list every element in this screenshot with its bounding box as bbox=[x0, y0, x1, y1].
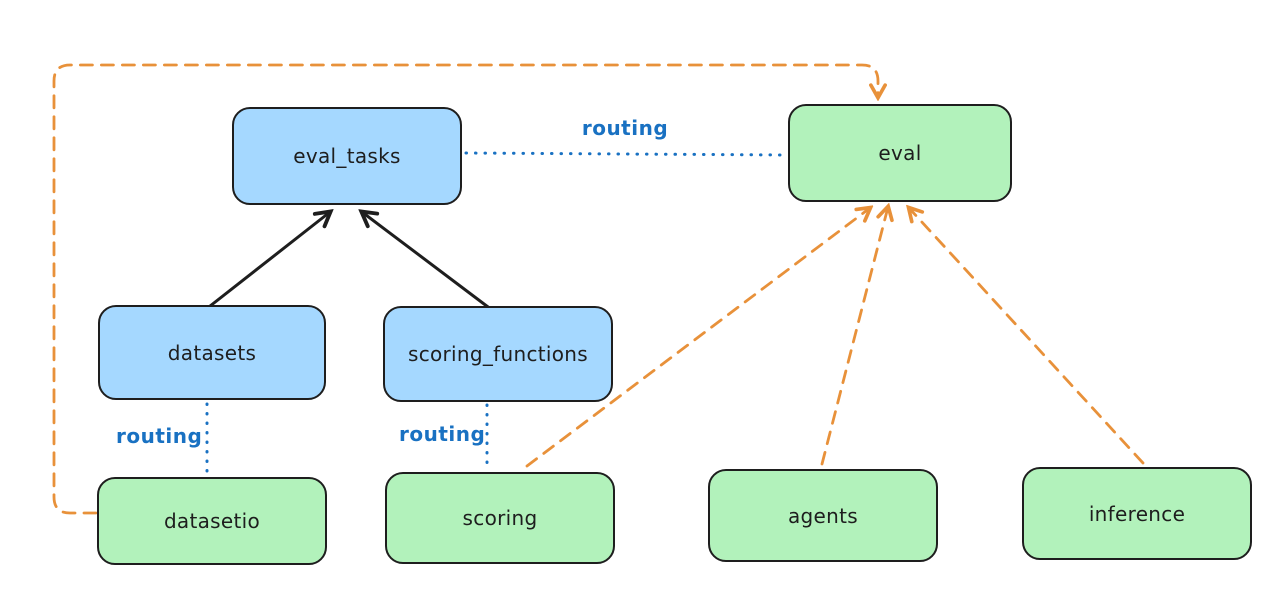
edge-scoring-to-eval bbox=[525, 208, 870, 468]
node-inference: inference bbox=[1022, 467, 1252, 560]
node-agents: agents bbox=[708, 469, 938, 562]
node-datasetio: datasetio bbox=[97, 477, 327, 565]
node-datasets-label: datasets bbox=[167, 340, 257, 365]
node-scoring-label: scoring bbox=[462, 506, 538, 530]
routing-label-eval: routing bbox=[581, 116, 669, 140]
edge-agents-to-eval bbox=[820, 207, 888, 466]
node-datasets: datasets bbox=[98, 305, 326, 400]
node-agents-label: agents bbox=[788, 503, 858, 528]
node-eval-label: eval bbox=[878, 141, 922, 165]
node-datasetio-label: datasetio bbox=[163, 509, 261, 533]
node-eval: eval bbox=[788, 104, 1012, 202]
node-scoring-functions: scoring_functions bbox=[383, 306, 613, 402]
node-inference-label: inference bbox=[1088, 501, 1186, 526]
edge-scoring-functions-to-eval-tasks bbox=[362, 212, 494, 312]
edge-eval-tasks-to-eval-routing bbox=[464, 151, 788, 157]
node-eval-tasks: eval_tasks bbox=[232, 107, 462, 205]
routing-label-scoring: routing bbox=[399, 422, 486, 446]
node-scoring-functions-label: scoring_functions bbox=[407, 342, 589, 366]
routing-label-datasetio: routing bbox=[116, 424, 203, 448]
node-scoring: scoring bbox=[385, 472, 615, 564]
edge-datasets-to-eval-tasks bbox=[203, 212, 330, 312]
node-eval-tasks-label: eval_tasks bbox=[293, 144, 401, 168]
edge-inference-to-eval bbox=[909, 208, 1145, 465]
